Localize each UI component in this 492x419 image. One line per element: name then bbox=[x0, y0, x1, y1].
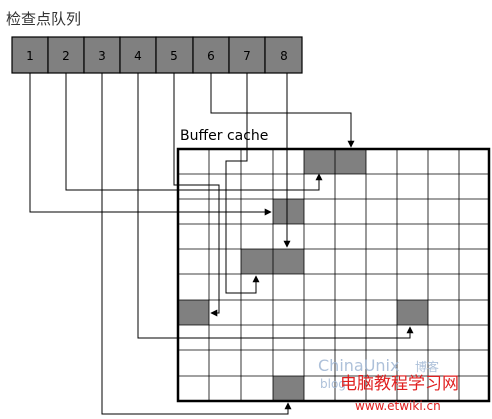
buffer-cache-label: Buffer cache bbox=[180, 128, 268, 144]
queue-cell-label-8: 8 bbox=[280, 49, 288, 63]
watermark-brand-a: ChinaUnix bbox=[318, 356, 399, 375]
buffer-cache-grid bbox=[176, 147, 491, 403]
watermark-site-name: 电脑教程学习网 bbox=[340, 374, 459, 394]
arrow-2 bbox=[65, 73, 323, 191]
queue-cell-label-1: 1 bbox=[26, 49, 34, 63]
queue-cell-label-7: 7 bbox=[243, 49, 251, 63]
arrow-7 bbox=[225, 73, 260, 294]
checkpoint-queue: 1 2 3 4 5 6 7 8 bbox=[11, 36, 303, 74]
arrow-1 bbox=[29, 73, 272, 216]
queue-cell-1 bbox=[11, 36, 49, 74]
queue-cell-label-2: 2 bbox=[62, 49, 70, 63]
dirty-block-r0-c5 bbox=[335, 149, 366, 174]
arrow-6 bbox=[210, 73, 355, 148]
dirty-block-r4-c2 bbox=[241, 249, 273, 274]
pointer-arrows bbox=[29, 73, 414, 415]
watermark-site-url: www.etwiki.cn bbox=[355, 399, 441, 413]
dirty-block-r9-c3 bbox=[273, 376, 304, 401]
queue-cell-label-5: 5 bbox=[170, 49, 178, 63]
dirty-block-r4-c3 bbox=[273, 249, 304, 274]
arrow-3 bbox=[101, 73, 292, 415]
dirty-block-r2-c3 bbox=[273, 199, 304, 224]
queue-cell-8 bbox=[264, 36, 303, 74]
queue-cell-6 bbox=[192, 36, 230, 74]
watermark: ChinaUnix 博客 blog 电脑教程学习网 www.etwiki.cn bbox=[318, 356, 459, 413]
buffer-cache-border bbox=[176, 147, 491, 403]
watermark-blog: blog bbox=[320, 377, 346, 391]
queue-cell-label-6: 6 bbox=[207, 49, 215, 63]
dirty-block-r0-c4 bbox=[304, 149, 335, 174]
diagram-title: 检查点队列 bbox=[6, 10, 81, 28]
grid-lines bbox=[178, 149, 489, 401]
arrow-5 bbox=[173, 73, 220, 317]
dirty-block-r6-c0 bbox=[178, 300, 209, 325]
queue-cell-label-4: 4 bbox=[134, 49, 142, 63]
queue-cell-label-3: 3 bbox=[98, 49, 106, 63]
watermark-brand-b: 博客 bbox=[415, 359, 439, 374]
arrow-4 bbox=[137, 73, 414, 339]
dirty-block-r6-c7 bbox=[397, 300, 428, 325]
